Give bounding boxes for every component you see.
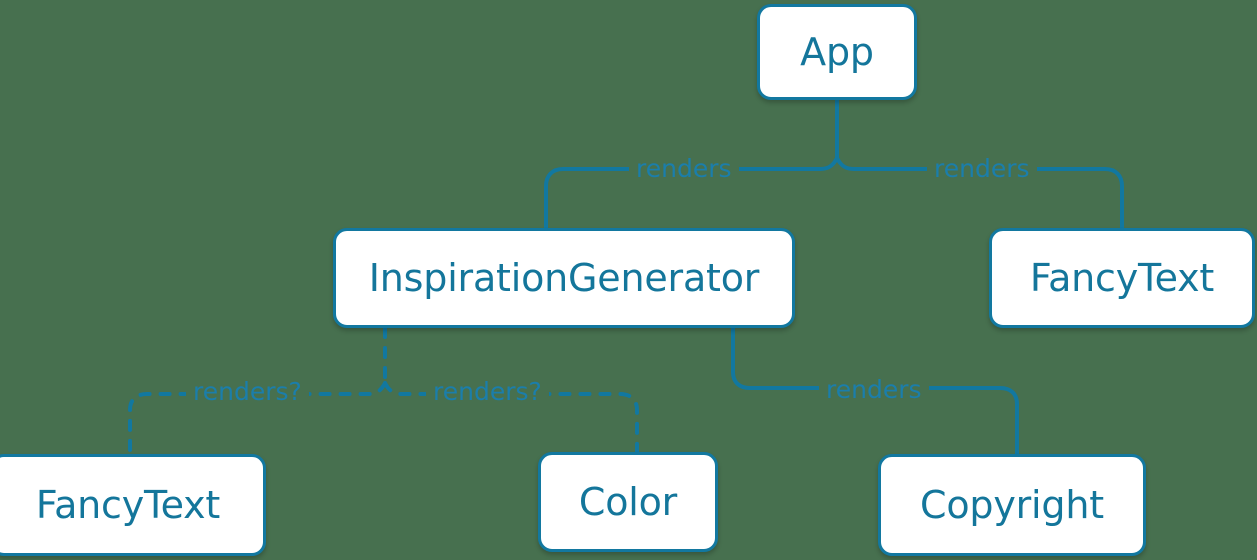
node-fancytext-top[interactable]: FancyText bbox=[989, 228, 1255, 328]
node-inspirationgenerator[interactable]: InspirationGenerator bbox=[333, 228, 795, 328]
node-color[interactable]: Color bbox=[538, 452, 718, 552]
node-color-label: Color bbox=[578, 480, 678, 524]
node-app-label: App bbox=[800, 30, 874, 74]
node-copyright[interactable]: Copyright bbox=[878, 454, 1146, 556]
edge-inspiration-to-fancytext bbox=[128, 381, 387, 456]
node-fancytext-bottom[interactable]: FancyText bbox=[0, 454, 266, 556]
node-copyright-label: Copyright bbox=[920, 483, 1104, 527]
edge-inspiration-to-color bbox=[383, 381, 639, 454]
edge-label-inspiration-to-fancytext: renders? bbox=[186, 379, 309, 404]
node-fancytext-top-label: FancyText bbox=[1029, 256, 1215, 300]
node-fancytext-bottom-label: FancyText bbox=[35, 483, 221, 527]
edge-label-inspiration-to-copyright: renders bbox=[819, 377, 929, 402]
node-app[interactable]: App bbox=[757, 4, 917, 100]
edge-label-app-to-fancytext: renders bbox=[927, 156, 1037, 181]
node-inspirationgenerator-label: InspirationGenerator bbox=[368, 256, 760, 300]
edge-label-app-to-inspiration: renders bbox=[629, 156, 739, 181]
edge-app-to-fancytext bbox=[835, 156, 1124, 230]
edge-app-to-inspiration bbox=[544, 156, 839, 230]
edge-label-inspiration-to-color: renders? bbox=[426, 379, 549, 404]
